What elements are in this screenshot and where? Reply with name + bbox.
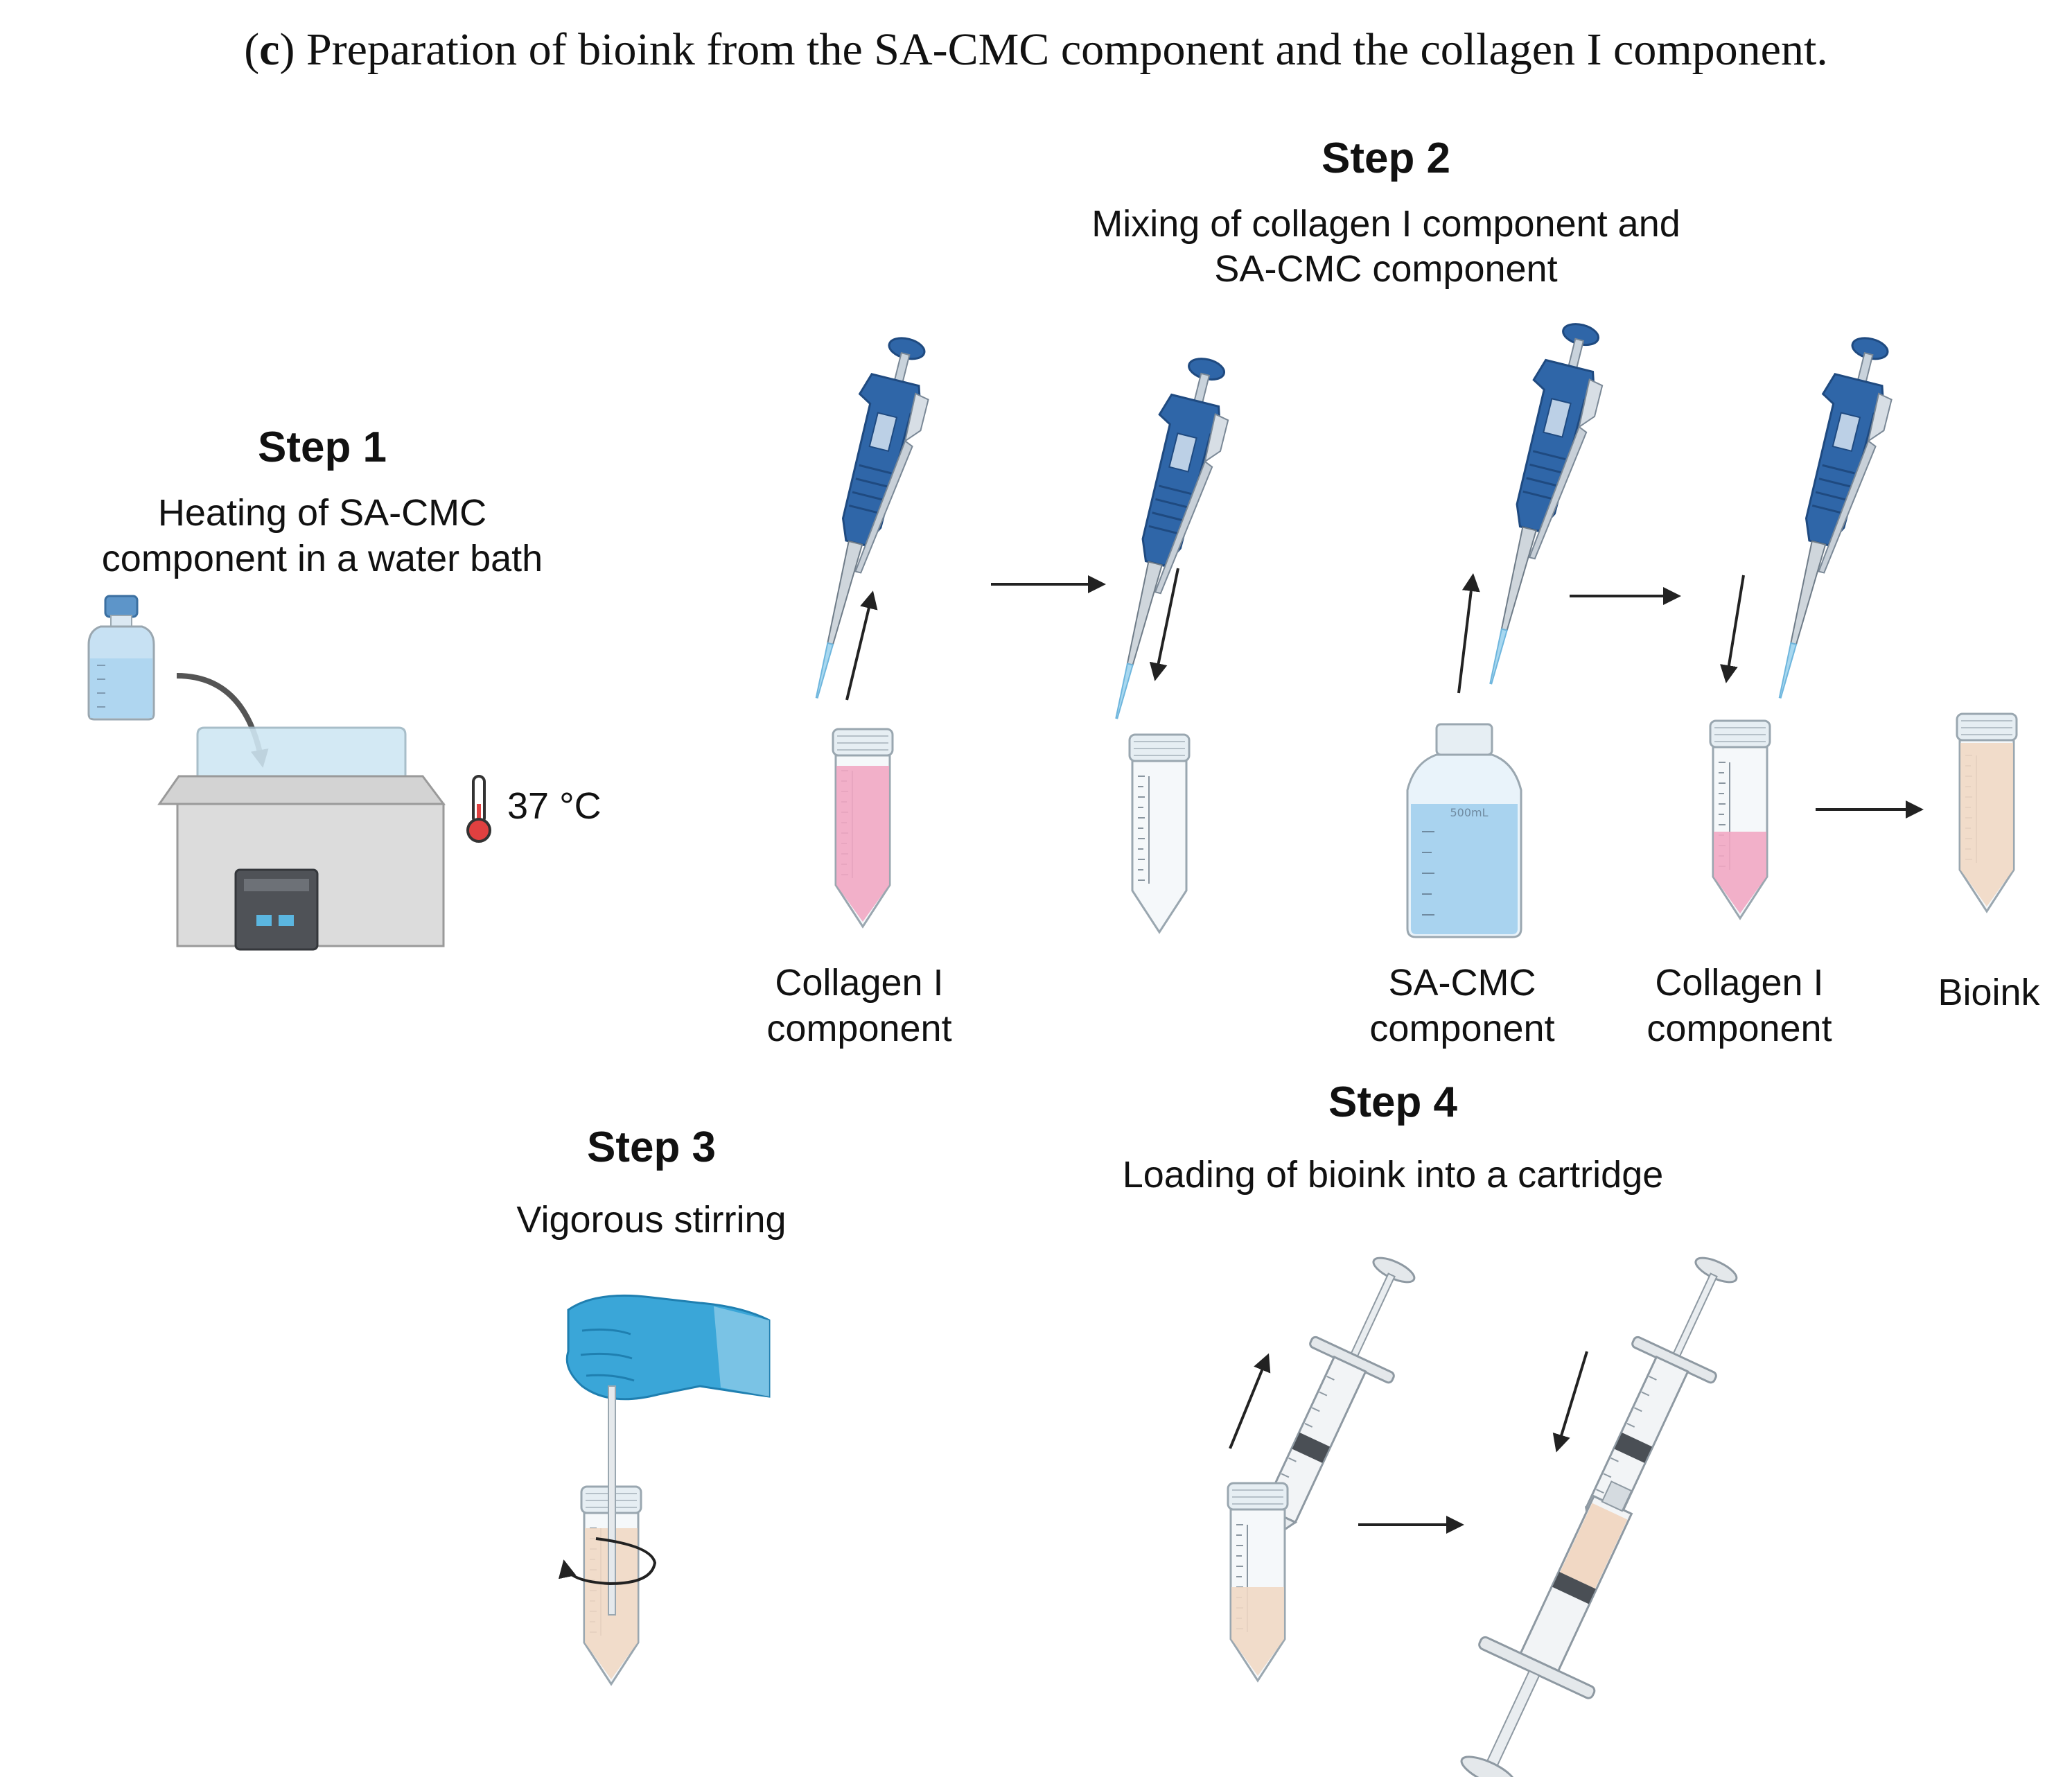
pipette-2-icon — [1085, 350, 1243, 728]
pipette-1-icon — [784, 329, 942, 708]
water-bath-icon — [157, 726, 446, 951]
thermometer-icon — [466, 775, 491, 843]
step1-heading: Step 1 — [257, 423, 387, 471]
step2-heading: Step 2 — [1321, 134, 1451, 182]
step3-illustration — [558, 1294, 771, 1686]
step2-description-line1: Mixing of collagen I component and — [1091, 203, 1680, 245]
label-sacmc-line2: component — [1369, 1008, 1555, 1049]
step1-illustration — [87, 595, 491, 951]
step4-illustration — [1219, 1242, 1762, 1777]
label-collagen-source-line2: component — [766, 1008, 952, 1049]
bottle-volume-mark: 500mL — [1450, 806, 1488, 819]
cartridge-icon — [1460, 1480, 1633, 1777]
gloved-hand-icon — [565, 1294, 771, 1401]
pipette-3-icon — [1459, 315, 1617, 694]
temperature-label: 37 °C — [507, 785, 602, 827]
step2-illustration: 500mL — [784, 315, 2018, 938]
title-text: Preparation of bioink from the SA-CMC co… — [306, 24, 1828, 75]
empty-tube-icon — [1128, 733, 1191, 934]
step1-description-line1: Heating of SA-CMC — [157, 492, 487, 534]
label-collagen-mix-line1: Collagen I — [1655, 962, 1824, 1004]
pipette-4-icon — [1748, 329, 1906, 708]
label-collagen-source-line1: Collagen I — [775, 962, 944, 1004]
label-sacmc-line1: SA-CMC — [1388, 962, 1536, 1004]
rotation-arrow — [558, 1537, 657, 1586]
step2-description-line2: SA-CMC component — [1214, 248, 1558, 290]
step3-heading: Step 3 — [586, 1123, 717, 1171]
step3-description: Vigorous stirring — [516, 1199, 787, 1241]
step1-description-line2: component in a water bath — [101, 538, 543, 579]
panel-letter: c — [259, 24, 280, 75]
step4-description: Loading of bioink into a cartridge — [1122, 1154, 1664, 1196]
syringe-2-icon — [1541, 1242, 1762, 1575]
figure-title: (c) Preparation of bioink from the SA-CM… — [244, 24, 1828, 75]
label-collagen-mix-line2: component — [1647, 1008, 1832, 1049]
media-bottle-icon — [87, 595, 155, 721]
step4-heading: Step 4 — [1328, 1078, 1458, 1126]
sacmc-bottle-icon: 500mL — [1406, 723, 1522, 938]
label-bioink: Bioink — [1938, 972, 2040, 1013]
